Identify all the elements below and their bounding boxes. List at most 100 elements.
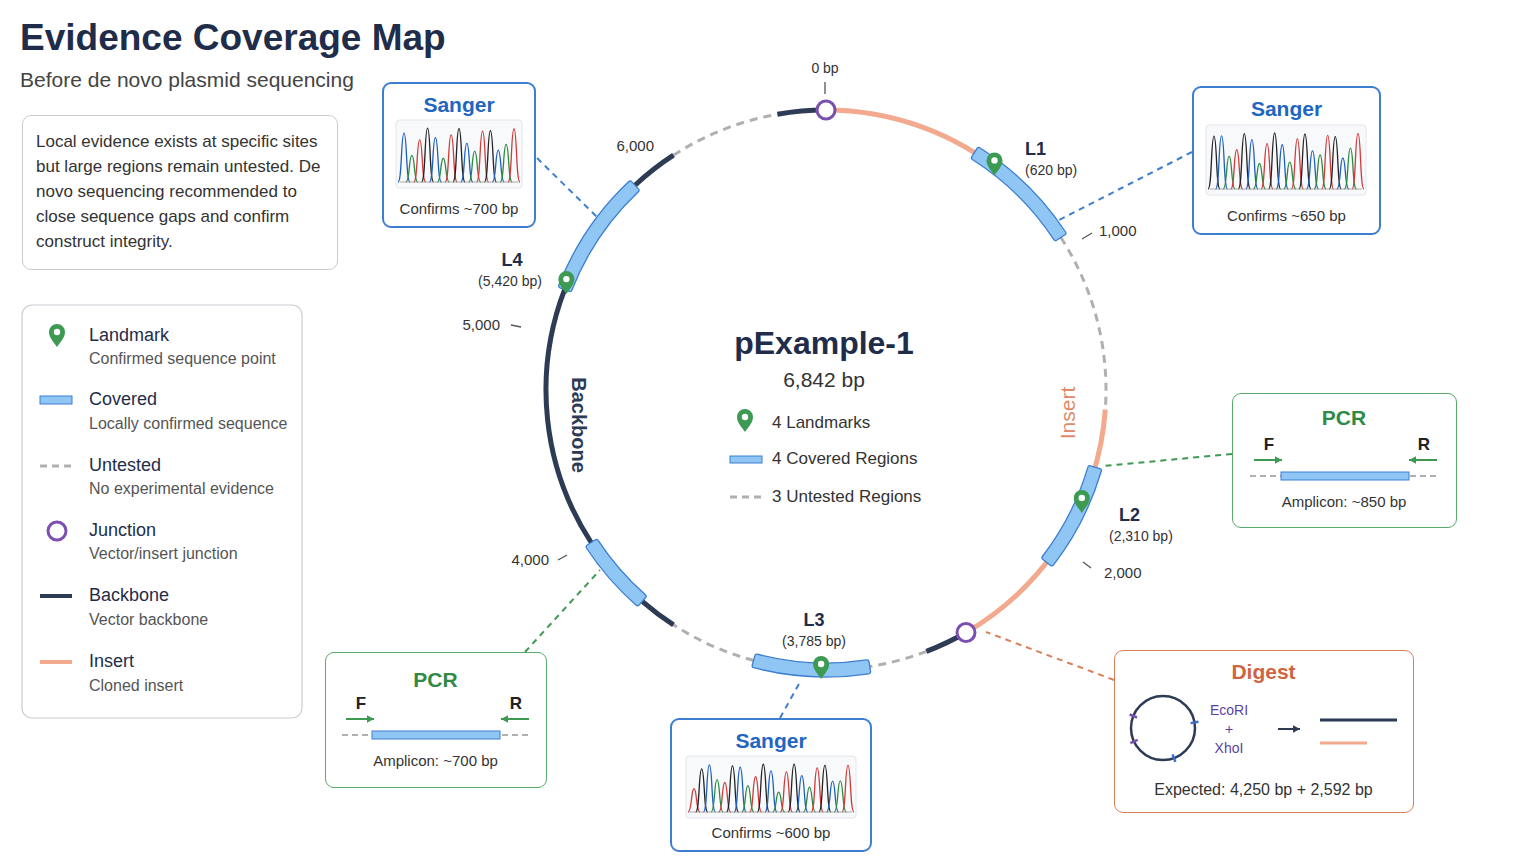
trace-peak: [508, 129, 520, 182]
fragment-band: [1320, 719, 1397, 722]
pin-dot: [1079, 495, 1085, 501]
chromatogram-panel: [1206, 125, 1366, 195]
leader-line: [1103, 454, 1232, 466]
pin-dot: [991, 157, 997, 163]
evidence-text: Expected: 4,250 bp + 2,592 bp: [1121, 780, 1406, 799]
legend-label: Untested: [89, 455, 161, 477]
arrow-head: [1409, 456, 1416, 464]
cut-site: [1130, 740, 1137, 743]
legend-label: Landmark: [89, 325, 169, 347]
junction-marker: [48, 522, 66, 540]
cut-site: [1191, 722, 1199, 723]
legend-label: Insert: [89, 651, 134, 673]
tick-mark: [1083, 562, 1091, 568]
legend-swatch: [40, 396, 72, 404]
legend-swatch: [40, 660, 72, 664]
landmark-pin: [813, 656, 829, 679]
evidence-text: Confirms ~650 bp: [1200, 207, 1373, 225]
legend-description: Confirmed sequence point: [89, 349, 276, 368]
backbone-arc: [635, 155, 673, 185]
evidence-heading: Sanger: [678, 728, 864, 753]
trace-peak: [1352, 133, 1364, 189]
arrow-head: [1275, 456, 1282, 464]
legend-description: Cloned insert: [89, 676, 183, 695]
amplicon-bar: [372, 731, 500, 739]
evidence-text: Amplicon: ~700 bp: [332, 752, 539, 770]
legend-untested: [40, 465, 72, 468]
trace-baseline: [690, 812, 852, 813]
junction-marker: [817, 101, 835, 119]
map-label: 5,000: [462, 316, 500, 334]
map-summary: pExample-1: [734, 324, 914, 362]
map-label: L2: [1119, 505, 1140, 527]
legend-swatch: [40, 594, 72, 598]
map-label: 4,000: [511, 551, 549, 569]
legend-description: Vector/insert junction: [89, 544, 238, 563]
plasmid-icon: [1131, 696, 1195, 760]
map-label: (620 bp): [1025, 162, 1077, 179]
trace-baseline: [400, 182, 518, 183]
landmark-pin: [558, 271, 574, 294]
leader-line: [780, 682, 800, 718]
amplicon-bar: [1281, 472, 1409, 480]
arrow-head: [367, 715, 374, 723]
page-caption: Before de novo plasmid sequencing: [20, 67, 354, 92]
pin-body: [1074, 490, 1090, 513]
legend-description: Locally confirmed sequence: [89, 414, 287, 433]
junction-marker: [957, 623, 975, 641]
untested-arc: [1061, 238, 1106, 410]
untested-arc: [674, 625, 754, 661]
pin-dot: [54, 329, 60, 335]
map-label: (3,785 bp): [782, 633, 846, 650]
leader-line: [986, 632, 1114, 680]
pin-body: [737, 409, 753, 432]
pcr-box: PCRFRAmplicon: ~700 bp: [325, 652, 547, 788]
evidence-text: Local evidence exists at specific sites …: [36, 129, 328, 254]
arrow-head: [1293, 725, 1300, 733]
tick-mark: [511, 325, 521, 327]
covered-region: [971, 147, 1066, 240]
evidence-heading: PCR: [332, 667, 539, 692]
covered-region: [1042, 466, 1101, 566]
legend-label: Junction: [89, 520, 156, 542]
pin-dot: [818, 661, 824, 667]
sanger-box: SangerConfirms ~700 bp: [382, 82, 536, 228]
legend-label: Covered: [89, 389, 157, 411]
evidence-text: F: [341, 694, 381, 714]
evidence-heading: Sanger: [1200, 96, 1373, 121]
evidence-heading: PCR: [1239, 405, 1449, 430]
leader-line: [525, 570, 600, 652]
chromatogram-panel: [686, 756, 856, 818]
pin-body: [49, 324, 65, 347]
untested-icon: [730, 496, 762, 499]
untested-arc: [674, 114, 778, 155]
pin-body: [813, 656, 829, 679]
insert-arc: [826, 110, 1006, 176]
map-label: L1: [1025, 139, 1046, 161]
map-summary: 6,842 bp: [783, 367, 865, 392]
tick-mark: [824, 82, 825, 94]
tick-mark: [1082, 233, 1092, 239]
chromatogram-panel: [396, 120, 522, 188]
pin-body: [558, 271, 574, 294]
cut-site: [1173, 754, 1176, 762]
cut-site: [1130, 715, 1137, 718]
trace-peak: [842, 765, 854, 812]
map-label: L4: [501, 250, 522, 272]
sanger-box: SangerConfirms ~650 bp: [1192, 86, 1381, 235]
pin-body: [987, 152, 1003, 175]
insert-arc: [966, 555, 1053, 633]
map-label: (2,310 bp): [1109, 528, 1173, 545]
evidence-text: EcoRI + XhoI: [1204, 701, 1254, 758]
map-label: 0 bp: [811, 60, 838, 77]
map-label: Insert: [1055, 387, 1080, 440]
page-title: Evidence Coverage Map: [20, 16, 446, 60]
evidence-text: Amplicon: ~850 bp: [1239, 493, 1449, 511]
covered-region: [752, 654, 870, 677]
covered-region: [586, 539, 646, 605]
map-label: 1,000: [1099, 222, 1137, 240]
legend-description: No experimental evidence: [89, 479, 274, 498]
leader-line: [537, 158, 598, 218]
fragment-band: [1320, 742, 1367, 745]
